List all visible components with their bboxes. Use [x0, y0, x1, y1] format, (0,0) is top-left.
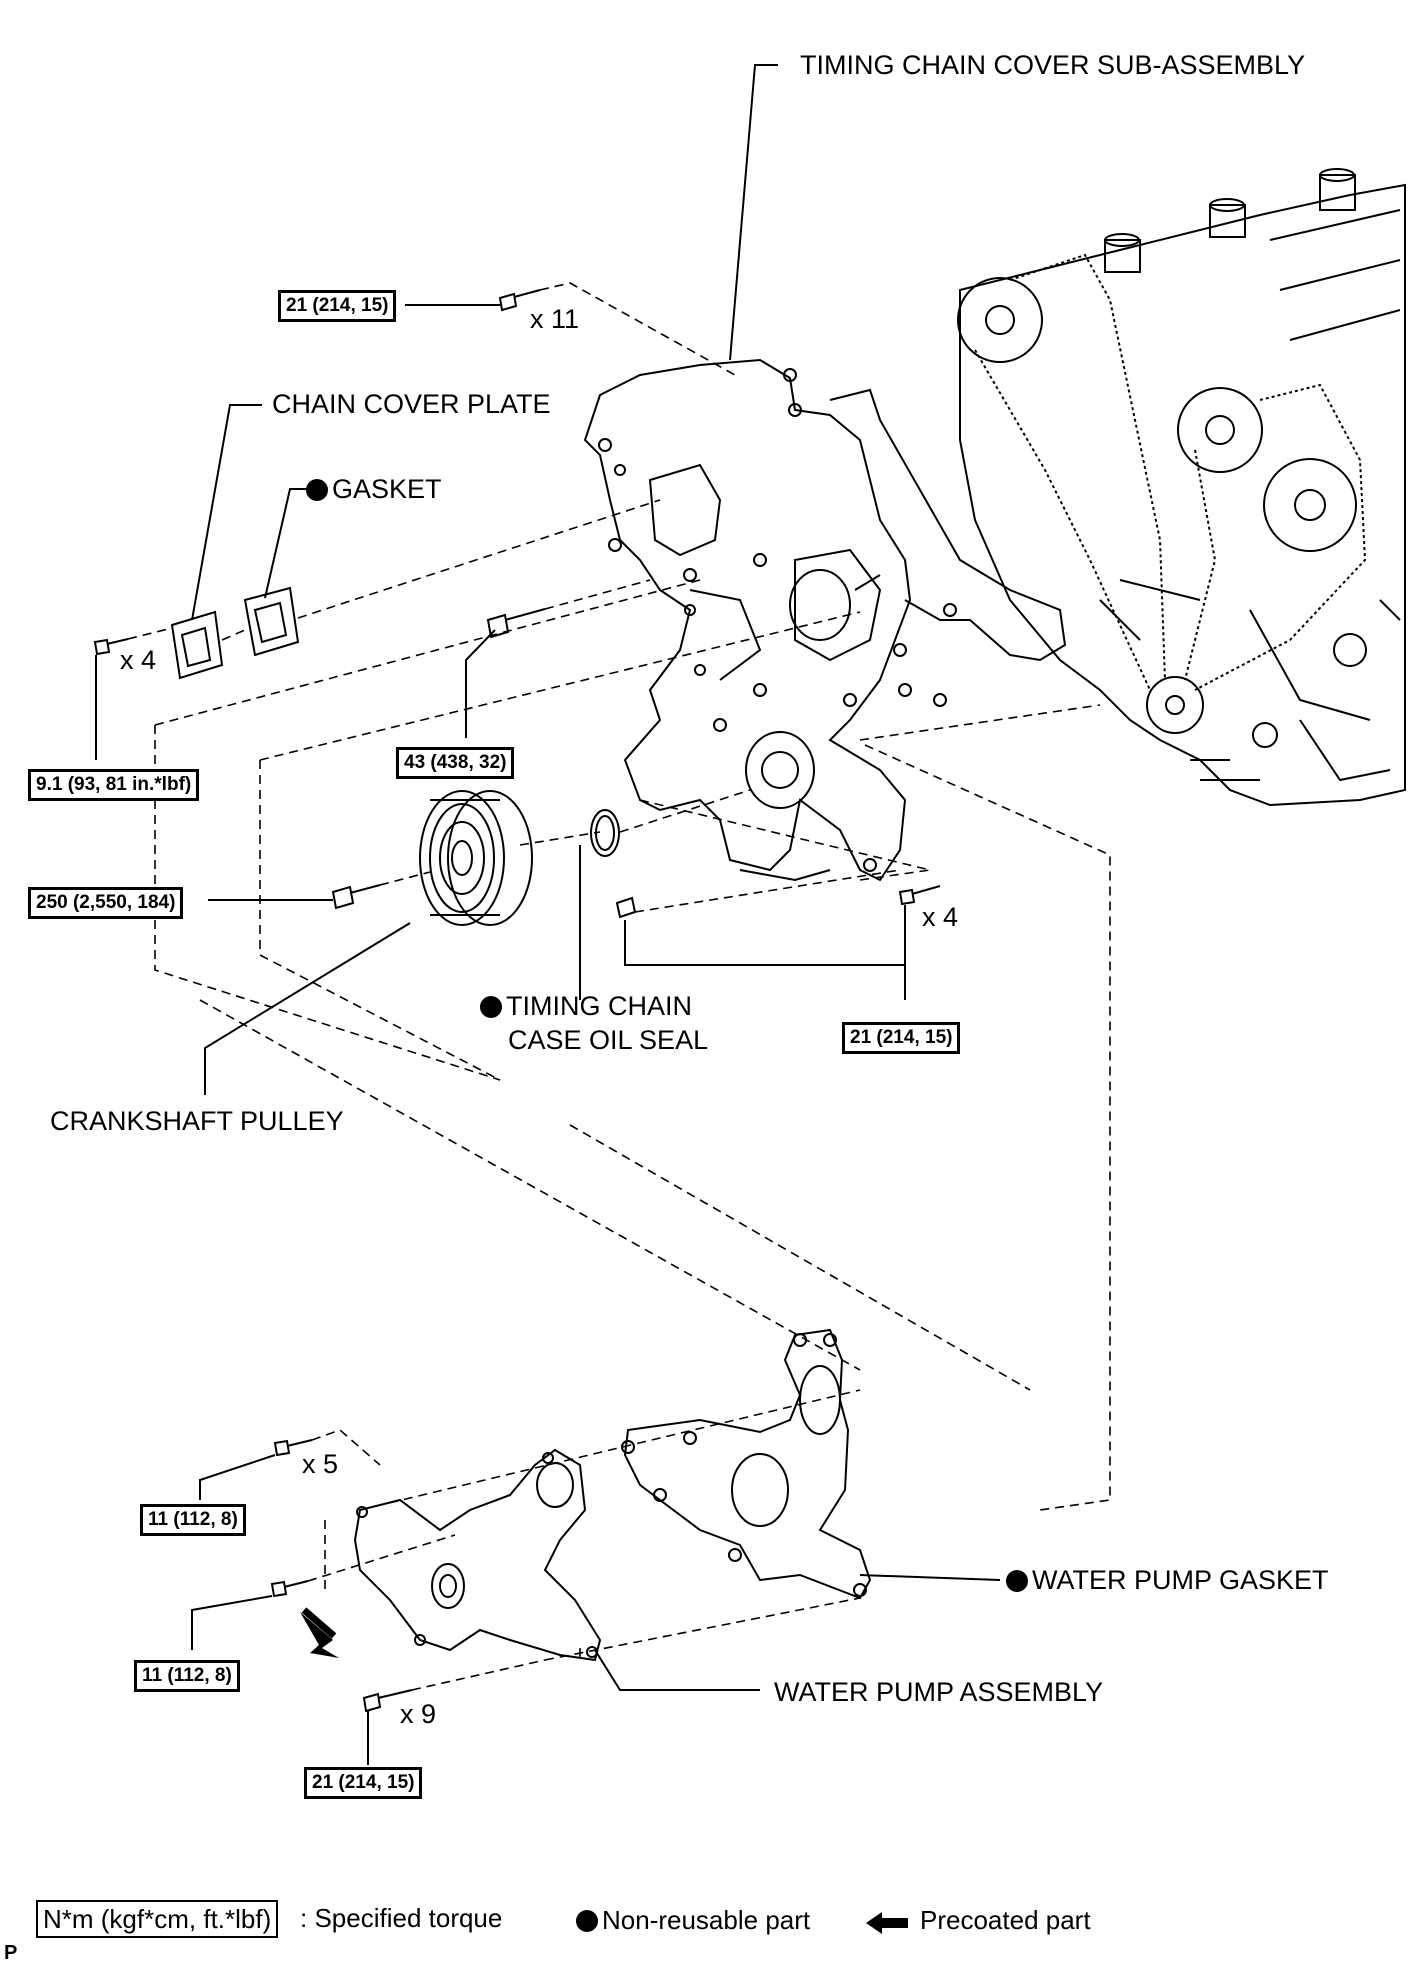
label-oil-seal-line1: TIMING CHAIN	[506, 991, 692, 1021]
legend-torque-unit: N*m (kgf*cm, ft.*lbf)	[36, 1900, 279, 1938]
torque-stud-bolt: 43 (438, 32)	[396, 747, 515, 779]
torque-plate-bolts: 9.1 (93, 81 in.*lbf)	[28, 769, 200, 801]
precoated-arrow-icon	[866, 1912, 908, 1934]
timing-chain-cover	[583, 358, 1067, 882]
label-timing-chain-cover: TIMING CHAIN COVER SUB-ASSEMBLY	[800, 50, 1306, 80]
label-oil-seal: TIMING CHAIN	[480, 991, 692, 1021]
engine-block	[957, 168, 1406, 807]
torque-pulley-bolt: 250 (2,550, 184)	[28, 887, 184, 919]
page-marker: P	[4, 1942, 18, 1964]
bolt-plate	[93, 638, 129, 656]
oil-seal-shape	[590, 809, 620, 857]
non-reusable-dot-icon	[480, 996, 502, 1018]
legend-non-reusable: Non-reusable part	[576, 1905, 810, 1935]
bolt-pump-upper	[273, 1439, 313, 1457]
qty-lower-cover-bolts: x 4	[922, 902, 959, 932]
label-water-pump-gasket: WATER PUMP GASKET	[1006, 1565, 1329, 1595]
gasket-shape	[243, 586, 300, 657]
torque-lower-cover-fasteners: 21 (214, 15)	[842, 1022, 961, 1054]
legend-non-reusable-text: Non-reusable part	[602, 1905, 811, 1935]
water-pump-gasket-shape	[621, 1328, 872, 1600]
bolt-pump-precoated	[270, 1580, 309, 1598]
torque-pump-bolts-lower: 21 (214, 15)	[304, 1767, 423, 1799]
label-chain-cover-plate: CHAIN COVER PLATE	[272, 389, 551, 419]
torque-cover-bolts: 21 (214, 15)	[278, 290, 397, 322]
label-water-pump-assembly: WATER PUMP ASSEMBLY	[774, 1677, 1104, 1707]
label-water-pump-gasket-text: WATER PUMP GASKET	[1032, 1565, 1329, 1595]
qty-pump-bolts-upper: x 5	[302, 1449, 339, 1479]
non-reusable-dot-icon	[1006, 1570, 1028, 1592]
bolt-lower-right	[898, 885, 941, 906]
legend-precoated: Precoated part	[920, 1905, 1091, 1935]
non-reusable-dot-icon	[576, 1910, 598, 1932]
torque-pump-bolts-upper: 11 (112, 8)	[140, 1504, 246, 1536]
bolt-cover-top	[498, 289, 541, 312]
label-oil-seal-line2: CASE OIL SEAL	[508, 1025, 709, 1055]
legend-torque-desc: : Specified torque	[300, 1903, 503, 1933]
qty-cover-bolts: x 11	[530, 304, 580, 334]
assembly-lines	[127, 282, 1111, 1691]
nut-lower	[615, 896, 637, 919]
chain-cover-plate-shape	[170, 610, 224, 680]
leader-lines	[95, 64, 1001, 1765]
qty-plate-bolts: x 4	[120, 645, 157, 675]
label-crankshaft-pulley: CRANKSHAFT PULLEY	[50, 1106, 344, 1136]
crankshaft-pulley-shape	[419, 790, 533, 926]
label-gasket-text: GASKET	[332, 474, 442, 504]
non-reusable-dot-icon	[306, 479, 328, 501]
bolt-stud	[486, 608, 546, 639]
label-gasket: GASKET	[306, 474, 442, 504]
bolt-pump-lower	[362, 1689, 413, 1713]
precoated-arrow	[300, 1607, 339, 1658]
bolt-pulley	[331, 884, 381, 910]
torque-pump-bolt-precoated: 11 (112, 8)	[134, 1660, 240, 1692]
qty-pump-bolts-lower: x 9	[400, 1699, 437, 1729]
